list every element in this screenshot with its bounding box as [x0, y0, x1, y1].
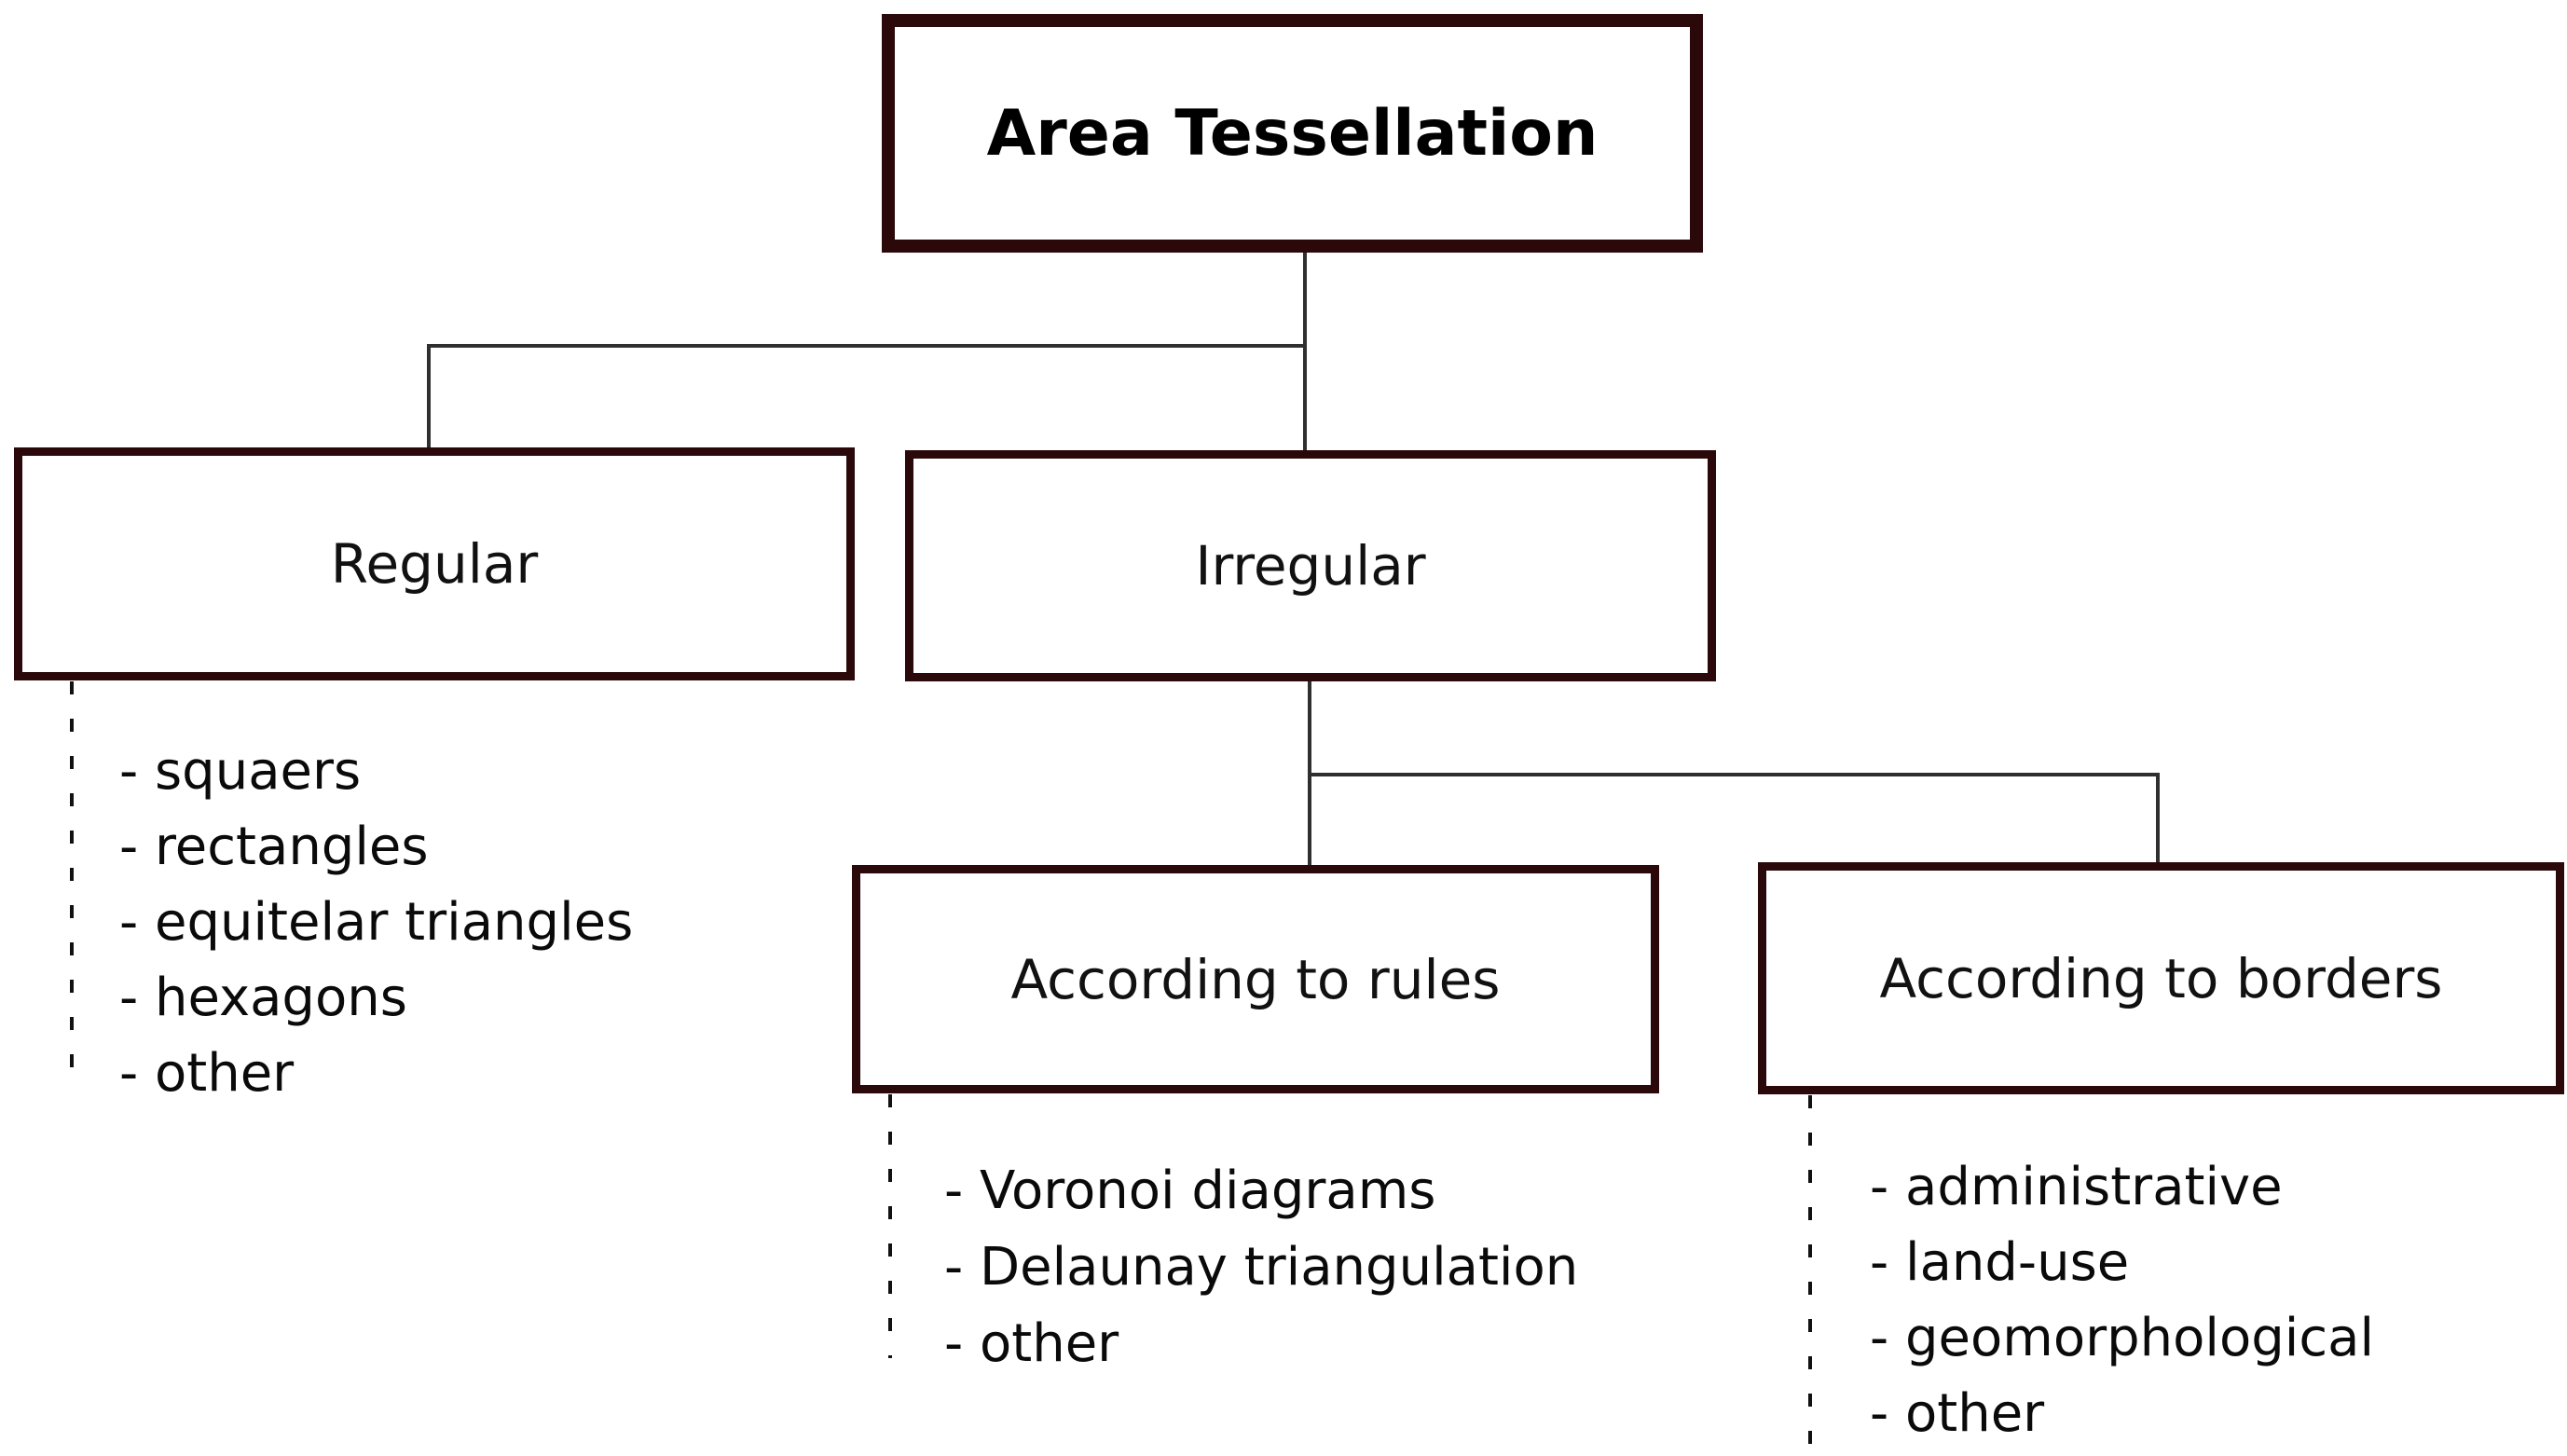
connector-branch-to-regular: [427, 344, 431, 449]
list-item: - Voronoi diagrams: [944, 1161, 1436, 1221]
node-according-to-borders-label: According to borders: [1879, 946, 2443, 1010]
list-item: - administrative: [1870, 1157, 2283, 1217]
connector-title-to-irregular: [1303, 250, 1307, 452]
dashed-line-rules-items: [888, 1094, 892, 1358]
dashed-line-regular-items: [70, 681, 74, 1082]
node-irregular: Irregular: [905, 450, 1716, 681]
list-item: - geomorphological: [1870, 1308, 2374, 1368]
list-item: - hexagons: [119, 968, 407, 1028]
list-item: - other: [119, 1043, 295, 1104]
list-item: - other: [1870, 1383, 2045, 1444]
node-irregular-label: Irregular: [1195, 534, 1426, 598]
borders-items-list: - administrative - land-use - geomorphol…: [1870, 1149, 2374, 1451]
dashed-line-borders-items: [1808, 1095, 1812, 1445]
node-according-to-borders: According to borders: [1758, 862, 2564, 1094]
node-area-tessellation-label: Area Tessellation: [986, 96, 1599, 171]
list-item: - rectangles: [119, 817, 429, 877]
connector-irregular-branch-horizontal: [1308, 773, 2160, 776]
list-item: - Delaunay triangulation: [944, 1237, 1579, 1298]
list-item: - equitelar triangles: [119, 892, 634, 953]
node-area-tessellation: Area Tessellation: [882, 14, 1703, 253]
regular-items-list: - squaers - rectangles - equitelar trian…: [119, 734, 633, 1111]
connector-branch-to-borders: [2156, 773, 2160, 864]
rules-items-list: - Voronoi diagrams - Delaunay triangulat…: [944, 1153, 1578, 1382]
list-item: - other: [944, 1313, 1119, 1374]
list-item: - land-use: [1870, 1232, 2130, 1293]
node-according-to-rules-label: According to rules: [1010, 947, 1501, 1011]
node-regular-label: Regular: [330, 532, 539, 596]
node-according-to-rules: According to rules: [852, 865, 1659, 1093]
node-regular: Regular: [14, 447, 855, 680]
connector-top-branch-horizontal: [427, 344, 1307, 348]
list-item: - squaers: [119, 741, 362, 802]
